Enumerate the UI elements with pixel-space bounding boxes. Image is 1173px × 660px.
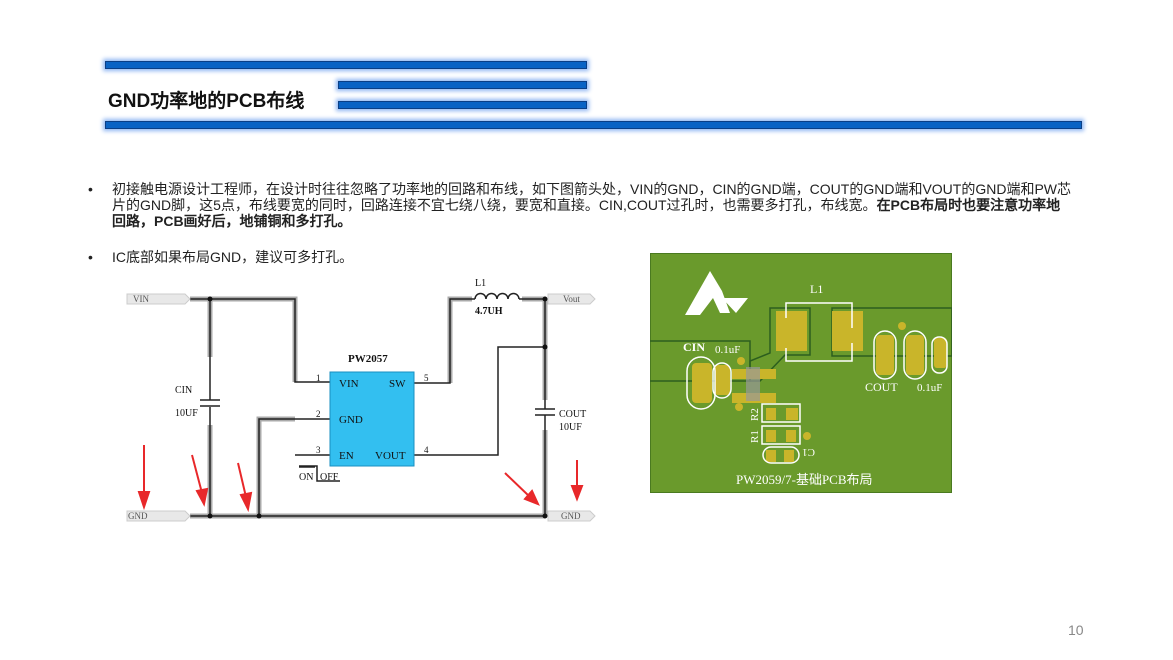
- cout-label: COUT: [559, 409, 586, 420]
- bullet-text: IC底部如果布局GND，建议可多打孔。: [112, 249, 354, 265]
- pin-number: 2: [316, 409, 321, 419]
- ic-body: [329, 371, 415, 467]
- decor-bar: [105, 121, 1082, 129]
- pin-label: EN: [339, 450, 354, 462]
- red-arrow: [504, 472, 531, 498]
- pcb-l1-label: L1: [810, 282, 823, 296]
- pcb-r1-label: R1: [749, 430, 761, 443]
- pcb-r2-label: R2: [749, 408, 761, 421]
- pin-number: 1: [316, 373, 321, 383]
- l1-value: 4.7UH: [475, 306, 503, 317]
- decor-bar: [338, 81, 587, 89]
- gnd-label: GND: [561, 511, 581, 521]
- pcb-layout-image: L1 CIN 0.1uF COUT 0.1uF R1 R2 C1 PW2059/…: [650, 253, 952, 493]
- pcb-cap-label: 0.1uF: [917, 382, 942, 394]
- bullet-bold-text: 在PCB布局时也要注意功率地回路，PCB画好后，地铺铜和多打孔。: [112, 197, 1061, 229]
- cin-value: 10UF: [175, 408, 198, 419]
- gnd-port: [126, 510, 191, 522]
- page-number: 10: [1068, 622, 1084, 638]
- off-label: OFF: [320, 472, 339, 483]
- slide-title: GND功率地的PCB布线: [108, 91, 305, 112]
- pin-number: 5: [424, 373, 429, 383]
- pin-label: VIN: [339, 378, 359, 390]
- vin-port: [126, 293, 191, 305]
- decor-bar: [338, 101, 587, 109]
- cout-value: 10UF: [559, 422, 582, 433]
- bullet-text: 初接触电源设计工程师，在设计时往往忽略了功率地的回路和布线，如下图箭头处，VIN…: [112, 181, 1071, 213]
- decor-bar: [105, 61, 587, 69]
- l1-label: L1: [475, 278, 486, 289]
- pad: [776, 311, 807, 351]
- pcb-caption: PW2059/7-基础PCB布局: [736, 472, 873, 487]
- vout-label: Vout: [563, 294, 580, 304]
- red-arrow: [191, 454, 203, 494]
- pin-number: 3: [316, 445, 321, 455]
- gnd-port: [547, 510, 596, 522]
- gnd-label: GND: [128, 511, 148, 521]
- pin-label: SW: [389, 378, 406, 390]
- on-label: ON: [299, 472, 313, 483]
- vout-port: [547, 293, 596, 305]
- ic-name: PW2057: [348, 353, 388, 365]
- pcb-cout-label: COUT: [865, 380, 898, 394]
- pin-label: VOUT: [375, 450, 406, 462]
- vin-label: VIN: [133, 294, 149, 304]
- pcb-cap-label: 0.1uF: [715, 344, 740, 356]
- red-arrow: [237, 462, 247, 498]
- cin-label: CIN: [175, 385, 192, 396]
- pin-number: 4: [424, 445, 429, 455]
- pcb-c1-label: C1: [802, 446, 815, 458]
- pcb-cin-label: CIN: [683, 340, 705, 354]
- pin-label: GND: [339, 414, 363, 426]
- pw-logo: [685, 271, 748, 315]
